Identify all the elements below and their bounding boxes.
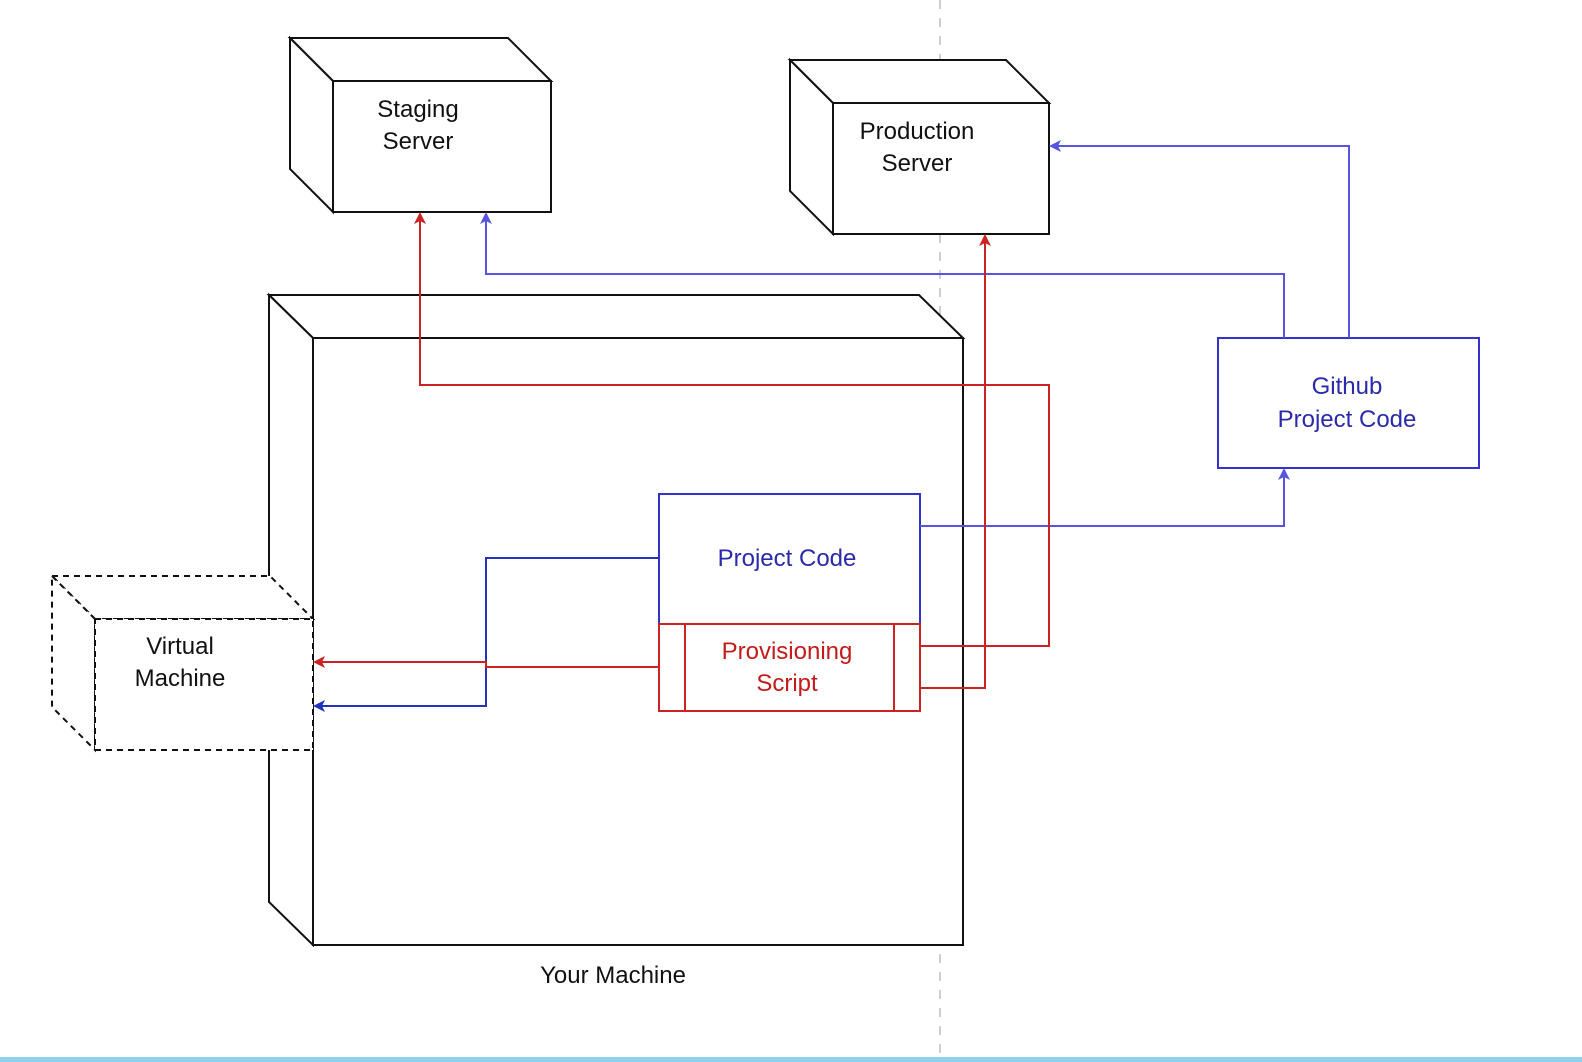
production-server-node bbox=[787, 57, 1052, 237]
production-server-label-line2: Server bbox=[882, 150, 953, 177]
virtual-machine-node bbox=[49, 573, 316, 753]
github-label-line1: Github bbox=[1312, 373, 1383, 400]
github-node bbox=[1217, 337, 1480, 469]
virtual-machine-label-line1: Virtual bbox=[146, 633, 214, 660]
staging-server-label-line1: Staging bbox=[377, 96, 458, 123]
provisioning-script-node bbox=[658, 623, 921, 712]
edge-project-code-to-vm bbox=[313, 557, 659, 712]
staging-server-node bbox=[287, 35, 554, 215]
production-server-label-line1: Production bbox=[860, 118, 975, 145]
edge-project-code-to-github bbox=[920, 468, 1290, 527]
edge-provisioning-to-vm bbox=[313, 656, 659, 668]
edge-github-to-production bbox=[1049, 140, 1350, 338]
project-code-node bbox=[658, 493, 921, 625]
edge-github-to-staging bbox=[480, 212, 1285, 338]
virtual-machine-label-line2: Machine bbox=[135, 665, 226, 692]
staging-server-label-line2: Server bbox=[383, 128, 454, 155]
provisioning-script-label-line1: Provisioning bbox=[722, 638, 853, 665]
edge-provisioning-to-staging bbox=[414, 212, 1050, 647]
bottom-accent-bar bbox=[0, 1057, 1582, 1062]
edge-provisioning-to-production bbox=[920, 234, 991, 689]
provisioning-script-label-line2: Script bbox=[756, 670, 818, 697]
your-machine-label: Your Machine bbox=[540, 962, 686, 989]
project-code-label: Project Code bbox=[718, 545, 857, 572]
github-label-line2: Project Code bbox=[1278, 406, 1417, 433]
